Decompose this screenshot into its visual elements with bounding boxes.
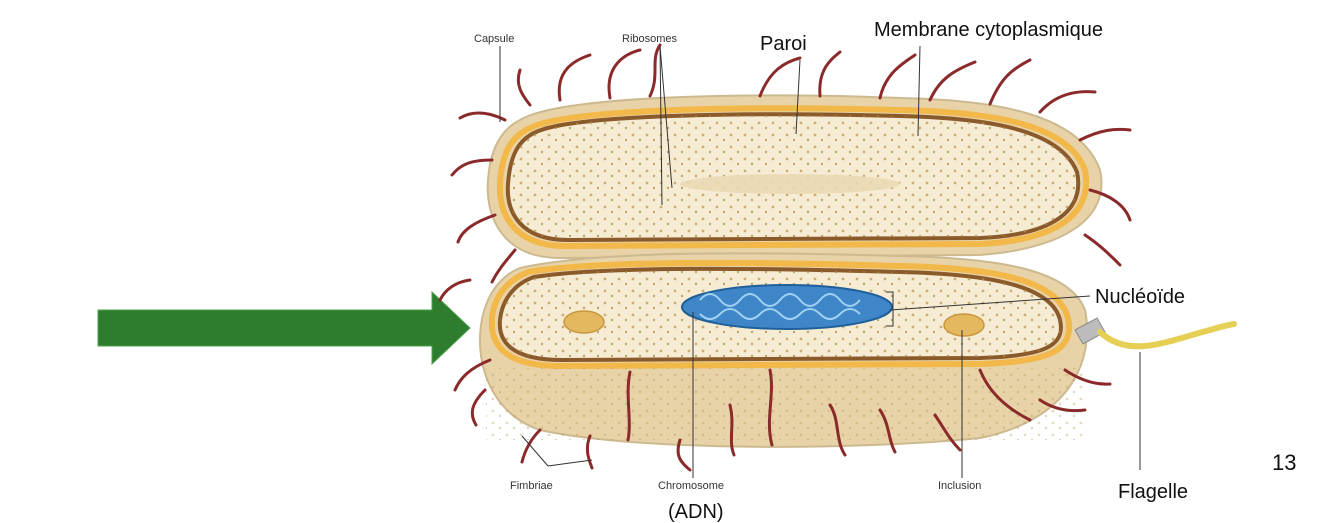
inclusion-label: Inclusion <box>938 480 982 492</box>
chromosome <box>681 284 893 330</box>
ribosomes-label: Ribosomes <box>622 33 678 45</box>
capsule-label: Capsule <box>474 33 515 45</box>
fimbriae <box>438 43 1132 472</box>
nucleoide-label: Nucléoïde <box>1095 286 1186 308</box>
slide-number: 13 <box>1272 450 1297 475</box>
pointer-arrow <box>97 290 471 366</box>
lower-cell <box>478 252 1089 448</box>
flagelle-label: Flagelle <box>1118 481 1189 503</box>
membrane-label: Membrane cytoplasmique <box>874 19 1103 41</box>
chromosome-label: Chromosome <box>658 480 725 492</box>
fimbriae-label: Fimbriae <box>510 480 553 492</box>
adn-label: (ADN) <box>668 501 724 523</box>
upper-cell <box>486 94 1103 260</box>
flagellum <box>1074 317 1237 350</box>
leader-lines <box>499 45 1141 478</box>
paroi-label: Paroi <box>760 33 807 55</box>
inclusion-granules <box>563 310 985 337</box>
